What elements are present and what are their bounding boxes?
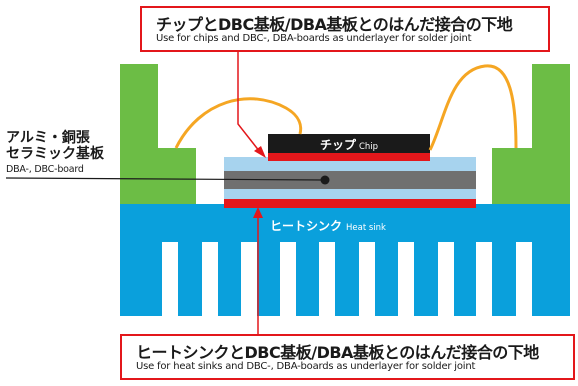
substrate-label: アルミ・銅張 セラミック基板 DBA-, DBC-board [6,130,104,175]
bond-wire-right [428,64,518,151]
callout-top-title: チップとDBC基板/DBA基板とのはんだ接合の下地 [156,15,513,34]
chip-label-ja: チップ [320,137,357,152]
solder-layer-top [268,153,430,161]
heatsink-label: ヒートシンク Heat sink [270,219,386,233]
chip-label-en: Chip [359,142,378,152]
substrate-label-line1: アルミ・銅張 [6,130,90,146]
solder-layer-bottom [224,199,476,208]
pointer-arrow-bottom [253,207,263,218]
substrate-label-line2: セラミック基板 [6,146,104,162]
heatsink-label-ja: ヒートシンク [270,219,342,233]
callout-bottom-title: ヒートシンクとDBC基板/DBA基板とのはんだ接合の下地 [136,343,539,362]
callout-bottom-subtitle: Use for heat sinks and DBC-, DBA-boards … [136,361,476,372]
ceramic-board-bottom-light [224,189,476,199]
pointer-line-top [237,52,261,153]
heatsink-body [120,204,570,316]
substrate-pointer-dot [320,175,330,185]
callout-bottom: ヒートシンクとDBC基板/DBA基板とのはんだ接合の下地 Use for hea… [120,334,575,380]
substrate-pointer-line [5,177,325,181]
substrate-label-en: DBA-, DBC-board [6,164,84,175]
right-green-fixture [492,64,570,204]
bond-wire-left [174,97,303,149]
callout-top-subtitle: Use for chips and DBC-, DBA-boards as un… [156,33,472,44]
heatsink-label-en: Heat sink [346,223,386,233]
metal-layer [224,171,476,189]
left-green-fixture [120,64,196,204]
chip-body [268,134,430,153]
pointer-arrow-top [254,146,266,158]
callout-top: チップとDBC基板/DBA基板とのはんだ接合の下地 Use for chips … [140,6,550,52]
